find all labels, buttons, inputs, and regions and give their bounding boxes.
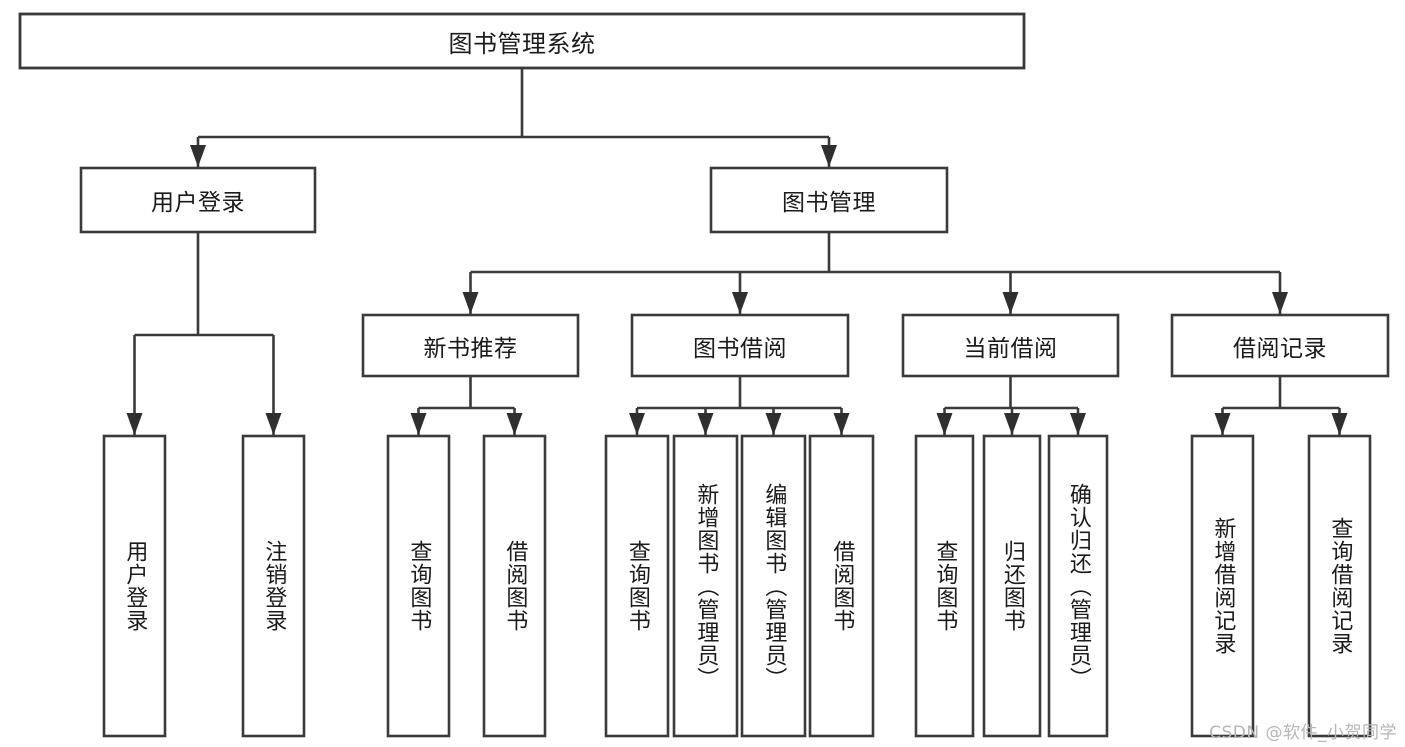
arrow-l3-1-leaf-0 [629,413,645,435]
node-l2-用户登录[interactable] [79,166,317,234]
node-leaf-归还图书[interactable] [982,434,1042,738]
arrow-l3-2-leaf-0 [936,413,953,435]
arrow-root-to-child-0 [190,145,206,167]
node-leaf-查询图书[interactable] [914,434,975,738]
node-leaf-编辑图书管理员[interactable] [740,434,807,738]
node-l3-图书借阅[interactable] [630,313,850,378]
arrow-l3-0-leaf-0 [410,413,427,435]
node-leaf-查询借阅记录[interactable] [1307,434,1372,738]
node-l3-新书推荐[interactable] [361,313,580,378]
node-leaf-借阅图书[interactable] [808,434,875,738]
arrow-l3-1 [732,292,748,314]
node-leaf-借阅图书[interactable] [482,434,547,738]
node-leaf-用户登录[interactable] [102,434,167,738]
arrow-l3-0-leaf-1 [506,413,523,435]
arrow-l3-2-leaf-2 [1070,413,1086,435]
arrow-l3-1-leaf-3 [833,413,850,435]
arrow-l3-3-leaf-0 [1214,413,1231,435]
node-leaf-新增借阅记录[interactable] [1190,434,1255,738]
arrow-l3-0 [462,292,479,314]
node-leaf-注销登录[interactable] [241,434,306,738]
arrow-l2-0-leaf-1 [265,413,282,435]
arrow-l2-0-leaf-0 [126,413,143,435]
node-l3-当前借阅[interactable] [901,313,1120,378]
arrow-l3-3 [1272,292,1288,314]
node-l2-图书管理[interactable] [709,166,949,234]
node-root-图书管理系统[interactable] [18,12,1026,70]
arrow-l3-3-leaf-1 [1331,413,1348,435]
node-leaf-查询图书[interactable] [386,434,451,738]
arrow-root-to-child-1 [821,145,837,167]
csdn-watermark: CSDN @软件_小贺同学 [1209,723,1397,743]
node-l3-借阅记录[interactable] [1170,313,1390,378]
arrow-l3-2-leaf-1 [1004,413,1020,435]
arrow-l3-1-leaf-1 [697,413,714,435]
node-leaf-查询图书[interactable] [604,434,670,738]
node-leaf-确认归还管理员[interactable] [1047,434,1109,738]
node-leaf-新增图书管理员[interactable] [672,434,739,738]
arrow-l3-1-leaf-2 [765,413,782,435]
arrow-l3-2 [1002,292,1019,314]
